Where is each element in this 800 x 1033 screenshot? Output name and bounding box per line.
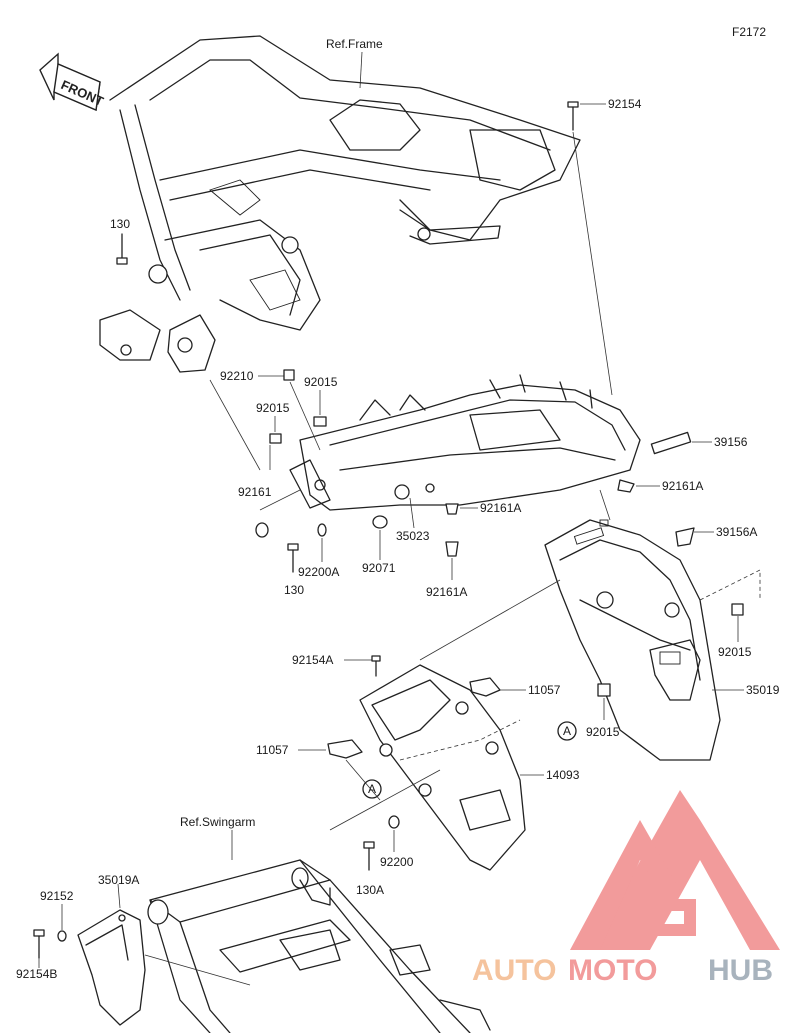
part-130a: 130A	[356, 883, 384, 897]
logo-word-hub: HUB	[708, 954, 773, 987]
part-92071: 92071	[362, 561, 396, 575]
callout-a-right	[557, 721, 577, 741]
part-92015-c: 92015	[718, 645, 752, 659]
swingarm-assembly	[147, 859, 491, 1033]
part-92200a: 92200A	[298, 565, 339, 579]
part-92154b: 92154B	[16, 967, 57, 981]
bolt-92154a-icon	[371, 655, 381, 677]
part-92015-b: 92015	[256, 401, 290, 415]
washer-92152-icon	[57, 930, 67, 942]
callout-a-left-text: A	[368, 782, 376, 796]
washer-92200-icon	[388, 815, 400, 829]
mudguard-35019a	[77, 909, 146, 1026]
clip-92015-a-icon	[313, 416, 327, 427]
sticker-39156a-icon	[675, 527, 695, 547]
nut-92210-icon	[283, 369, 295, 381]
part-11057-right: 11057	[528, 683, 561, 697]
part-39156: 39156	[714, 435, 748, 449]
automotohub-logo: AUTO MOTO HUB	[472, 790, 780, 987]
bolt-92154b-icon	[33, 929, 45, 959]
diagram-code: F2172	[732, 25, 766, 39]
part-39156a: 39156A	[716, 525, 757, 539]
part-130-mid: 130	[284, 583, 304, 597]
part-92200: 92200	[380, 855, 414, 869]
part-92161a-right: 92161A	[662, 479, 703, 493]
grommet-92161a-mid-icon	[445, 503, 459, 515]
inner-fender-14093	[359, 664, 526, 871]
clamp-11057-left-icon	[327, 739, 363, 759]
bolt-130-mid-icon	[287, 543, 299, 573]
part-130-top: 130	[110, 217, 130, 231]
bolt-130a-icon	[363, 841, 375, 871]
part-35019: 35019	[746, 683, 780, 697]
bolt-130-icon	[116, 233, 128, 265]
grommet-92161a-bottom-icon	[445, 541, 459, 557]
grommet-92161a-right-icon	[617, 479, 635, 493]
part-92210: 92210	[220, 369, 254, 383]
rear-subframe-35023	[289, 374, 641, 511]
front-arrow-icon: FRONT	[39, 52, 106, 112]
sticker-39156-icon	[650, 431, 692, 455]
part-35019a: 35019A	[98, 873, 139, 887]
part-35023: 35023	[396, 529, 430, 543]
logo-word-auto: AUTO	[472, 954, 556, 987]
collar-92071-icon	[372, 515, 388, 529]
clip-92015-b-icon	[269, 433, 282, 444]
part-92152: 92152	[40, 889, 74, 903]
bolt-92154-icon	[567, 101, 579, 131]
part-92154: 92154	[608, 97, 642, 111]
part-92015-a: 92015	[304, 375, 338, 389]
frame-assembly	[99, 35, 581, 373]
callout-a-right-text: A	[563, 724, 571, 738]
part-92161a-mid: 92161A	[480, 501, 521, 515]
logo-word-moto: MOTO	[568, 954, 657, 987]
part-92161: 92161	[238, 485, 272, 499]
part-92154a: 92154A	[292, 653, 333, 667]
callout-a-left	[362, 779, 382, 799]
rear-fender-35019	[544, 519, 721, 761]
part-92161a-bottom: 92161A	[426, 585, 467, 599]
clip-92015-d-icon	[597, 683, 611, 697]
part-11057-left: 11057	[256, 743, 289, 757]
ref-swingarm-label: Ref.Swingarm	[180, 815, 255, 829]
ref-frame-leader	[359, 51, 363, 89]
leader-92154	[572, 131, 613, 396]
part-14093: 14093	[546, 768, 580, 782]
grommet-92161-icon	[255, 522, 269, 538]
washer-92200a-icon	[317, 523, 327, 537]
ref-frame-label: Ref.Frame	[326, 37, 383, 51]
part-92015-d: 92015	[586, 725, 620, 739]
clip-92015-c-icon	[731, 603, 744, 616]
clamp-11057-right-icon	[469, 677, 501, 697]
